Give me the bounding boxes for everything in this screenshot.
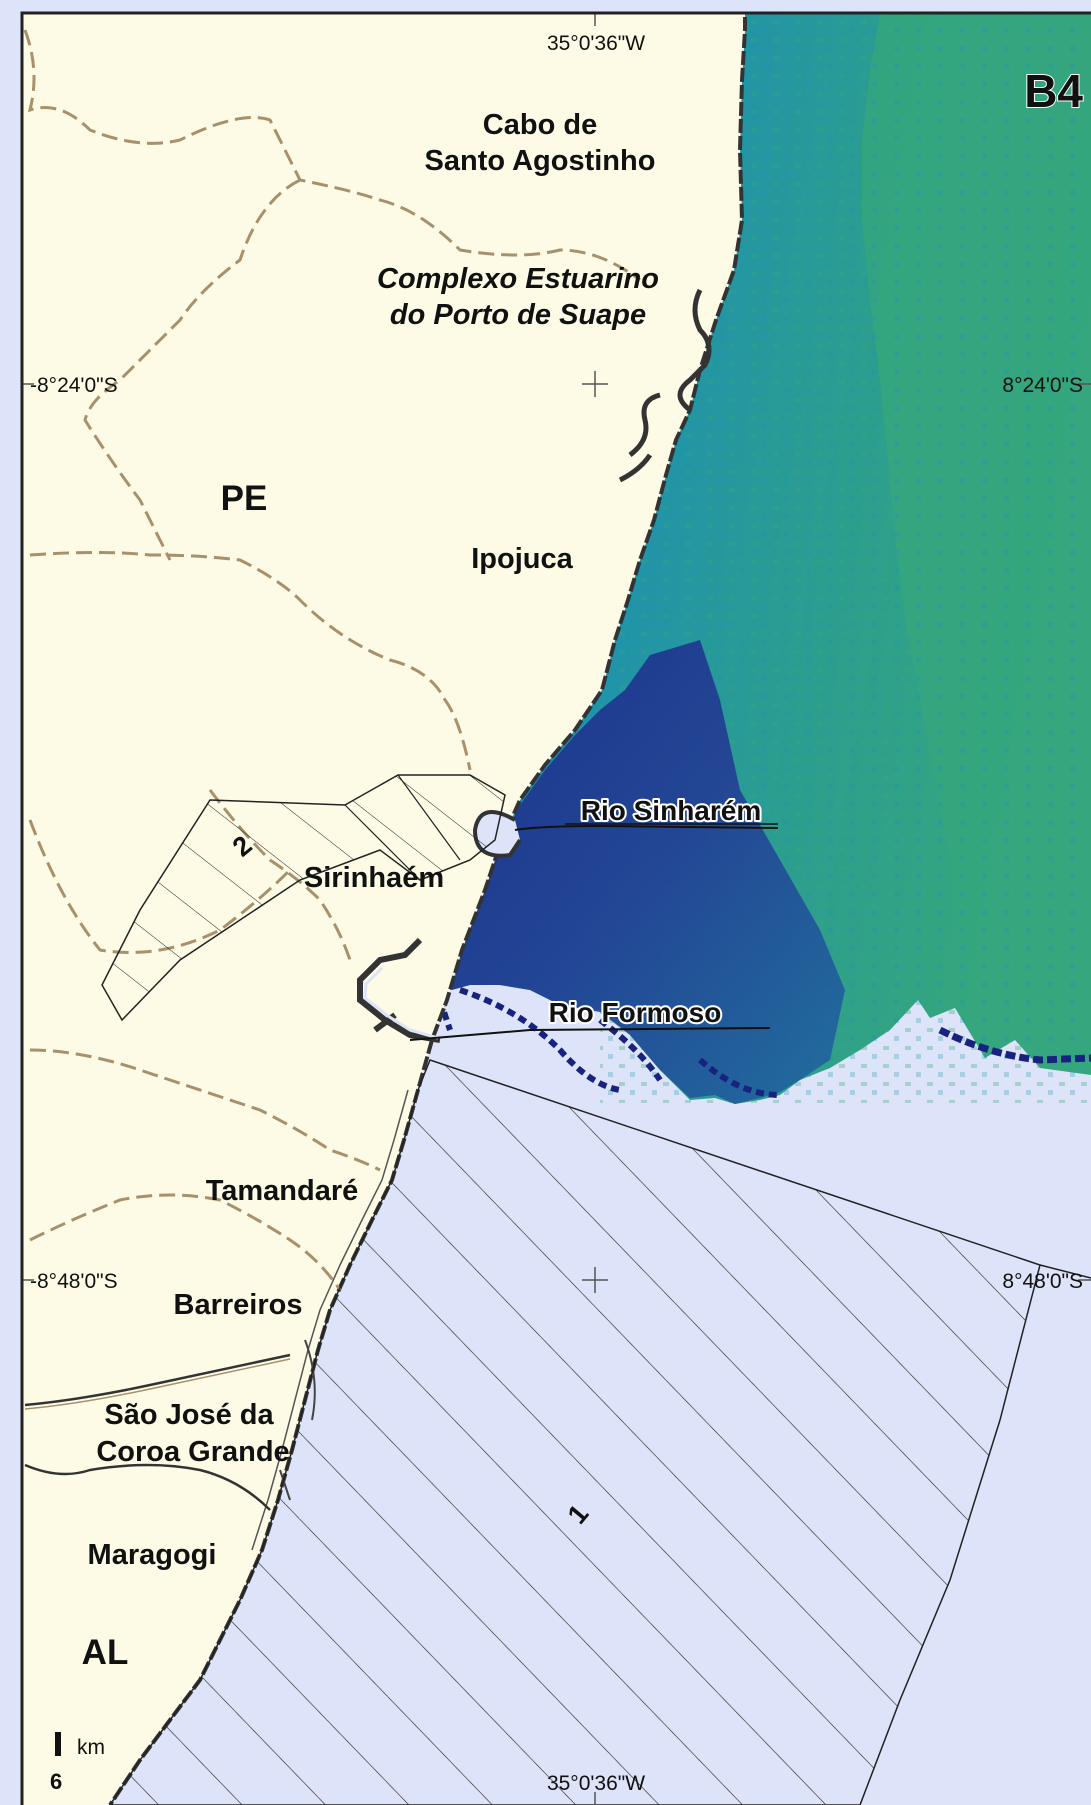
estuary-formoso-fill: [363, 966, 439, 1040]
label-state-al: AL: [82, 1633, 129, 1672]
label-ipojuca: Ipojuca: [471, 543, 573, 575]
label-rio-formoso: Rio Formoso: [549, 997, 722, 1028]
label-rio-sinharem: Rio Sinharém: [581, 795, 761, 826]
label-suape-line2: do Porto de Suape: [390, 299, 646, 331]
label-state-pe: PE: [221, 479, 268, 518]
label-sao-jose-line2: Coroa Grande: [96, 1436, 289, 1468]
estuary-suape: [618, 288, 712, 483]
lat-label-north-left: -8°24'0"S: [30, 374, 118, 397]
land-area: [22, 13, 745, 1805]
lat-label-south-right: 8°48'0"S: [1002, 1270, 1083, 1293]
state-boundary-shadow: [24, 1358, 291, 1410]
leader-formoso: [409, 1027, 771, 1041]
bathymetry-fringe: [437, 987, 781, 1098]
leader-sinharem: [514, 824, 779, 831]
label-maragogi: Maragogi: [88, 1539, 217, 1571]
state-boundary: [24, 1353, 291, 1511]
label-cabo-line2: Santo Agostinho: [425, 145, 656, 177]
label-barreiros: Barreiros: [174, 1289, 303, 1321]
panel-label: B4: [1024, 65, 1083, 117]
zone-1-extension: [1039, 1264, 1091, 1279]
bathymetry-fringe-east: [938, 1026, 1091, 1064]
label-sirinhaem: Sirinhaém: [304, 862, 444, 894]
label-tamandare: Tamandaré: [206, 1175, 359, 1207]
label-cabo-line1: Cabo de: [483, 109, 597, 141]
bathymetry-shallow-dark: [452, 640, 845, 1104]
lat-label-north-right: 8°24'0"S: [1002, 374, 1083, 397]
lon-label-top: 35°0'36"W: [547, 32, 645, 55]
graticule: [22, 13, 1091, 1805]
scale-bar-mark: [55, 1732, 61, 1756]
scale-bar: km 6: [50, 1732, 105, 1794]
scale-bar-value: 6: [50, 1769, 62, 1794]
zone-2-inner-line: [344, 774, 461, 881]
map-frame: [20, 11, 1091, 1805]
zone-1-area: [109, 1059, 1041, 1805]
scale-bar-unit: km: [77, 1736, 105, 1759]
lon-label-bottom: 35°0'36"W: [547, 1772, 645, 1795]
lat-label-south-left: -8°48'0"S: [30, 1270, 118, 1293]
zone-2-area: [101, 774, 506, 1022]
coastline-inner: [251, 1089, 409, 1551]
label-sao-jose-line1: São José da: [104, 1399, 274, 1431]
label-suape-line1: Complexo Estuarino: [377, 263, 659, 295]
